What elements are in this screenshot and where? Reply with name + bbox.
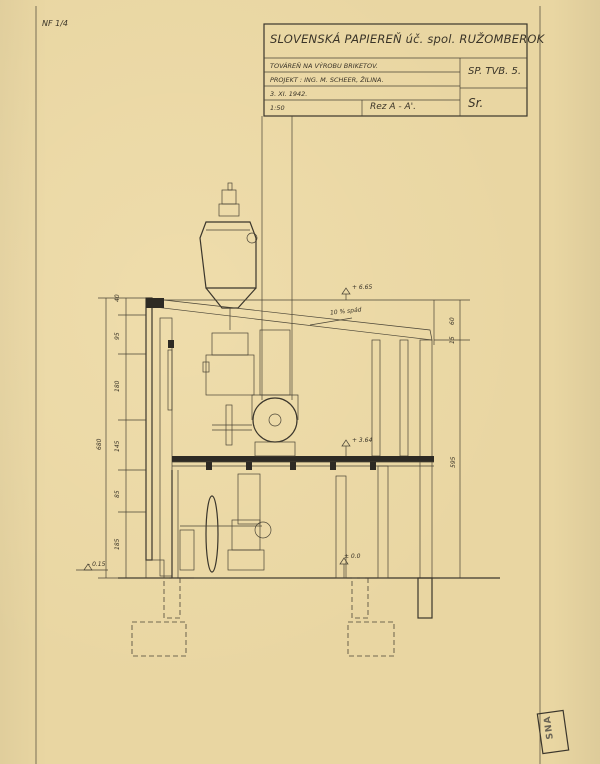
dim-left-4: 145 (114, 440, 121, 452)
dim-right-total: 595 (450, 456, 457, 468)
drawing-mark: Sr. (468, 96, 484, 110)
machinery-lower (179, 473, 300, 579)
title-block (263, 23, 528, 117)
building-section (118, 297, 500, 579)
drawing-date: 3. XI. 1942. (270, 90, 308, 98)
project-author: PROJEKT : ING. M. SCHEER, ŽILINA. (270, 76, 384, 84)
machinery-upper (202, 329, 299, 457)
dim-right-top-b: 15 (449, 336, 456, 344)
level-markers (76, 287, 353, 578)
drawing-code: SP. TVB. 5. (468, 66, 522, 77)
company-name: SLOVENSKÁ PAPIEREŇ úč. spol. RUŽOMBEROK (270, 32, 545, 46)
dim-left-6: 185 (114, 538, 121, 550)
dim-left-total: 680 (96, 438, 103, 450)
footings (131, 559, 433, 657)
dim-left-2: 95 (114, 332, 121, 340)
factory-name: TOVÁREŇ NA VÝROBU BRIKETOV. (270, 62, 378, 70)
dimension-chain-left (98, 297, 146, 579)
dim-right-top-a: 60 (449, 317, 456, 325)
dim-left-5: 85 (114, 490, 121, 498)
level-floor: + 3.64 (352, 437, 373, 444)
dim-left-3: 180 (114, 380, 121, 392)
stack (261, 116, 293, 400)
drawing-scale: 1:50 (270, 104, 285, 112)
level-top: + 6.65 (352, 284, 373, 291)
section-label: Rez A - A'. (370, 102, 416, 112)
cyclone (199, 182, 258, 330)
dimension-chain-right (434, 299, 470, 579)
dim-left-1: 40 (114, 294, 121, 302)
level-footing: - 0.15 (88, 561, 106, 568)
level-ground: ± 0.0 (344, 553, 361, 560)
archive-stamp (536, 709, 570, 755)
sheet-number: NF 1/4 (42, 19, 69, 28)
